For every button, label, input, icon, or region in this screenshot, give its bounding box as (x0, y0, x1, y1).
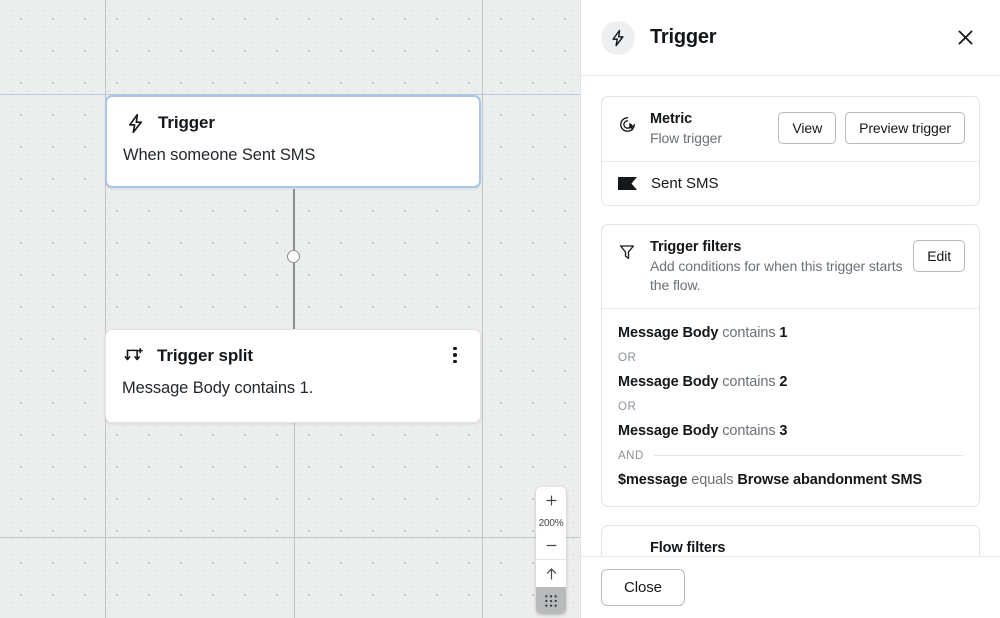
filter-condition: Message Body contains 1 (618, 325, 788, 342)
canvas-guide-line-bottom (0, 537, 580, 538)
close-button[interactable]: Close (601, 569, 685, 606)
condition-join-or: OR (618, 401, 637, 414)
flow-canvas[interactable]: Trigger When someone Sent SMS Trigger sp… (0, 0, 580, 618)
trigger-filters-header: Trigger filters Add conditions for when … (602, 225, 979, 310)
condition-join-and: AND (618, 450, 963, 462)
reset-view-button[interactable] (536, 560, 566, 587)
node-header: Trigger (107, 97, 479, 135)
panel-footer: Close (581, 556, 1000, 618)
flow-filters-text: Flow filters (650, 540, 965, 556)
metric-card: Metric Flow trigger View Preview trigger (601, 96, 980, 207)
trigger-filters-card: Trigger filters Add conditions for when … (601, 224, 980, 507)
metric-card-actions: View Preview trigger (778, 112, 965, 144)
metric-target-icon (616, 115, 638, 134)
node-subtitle: When someone Sent SMS (123, 146, 316, 164)
view-button[interactable]: View (778, 112, 837, 144)
canvas-guide-line-left (105, 0, 106, 618)
node-more-options-icon[interactable] (446, 344, 464, 366)
zoom-divider (536, 559, 566, 560)
zoom-in-button[interactable] (536, 487, 566, 514)
panel-title: Trigger (650, 26, 717, 48)
preview-trigger-button[interactable]: Preview trigger (845, 112, 965, 144)
metric-name: Sent SMS (651, 175, 719, 193)
lightning-bolt-icon (123, 111, 147, 135)
trigger-filters-subtitle: Add conditions for when this trigger sta… (650, 258, 903, 293)
edit-button[interactable]: Edit (913, 240, 965, 273)
canvas-node-trigger[interactable]: Trigger When someone Sent SMS (105, 95, 481, 188)
metric-card-title: Metric (650, 111, 693, 127)
node-title: Trigger split (157, 346, 253, 365)
canvas-guide-line-top (0, 94, 580, 95)
trigger-filters-conditions: Message Body contains 1 OR Message Body co… (602, 309, 979, 505)
zoom-out-button[interactable] (536, 532, 566, 559)
canvas-guide-line-right (482, 0, 483, 618)
lightning-bolt-icon (601, 20, 635, 55)
trigger-filters-text: Trigger filters Add conditions for when … (650, 239, 913, 294)
grid-toggle-button[interactable] (536, 587, 566, 614)
node-subtitle: Message Body contains 1. (122, 379, 314, 397)
zoom-level-label: 200% (538, 517, 564, 529)
flow-filters-title: Flow filters (650, 539, 726, 556)
node-header: Trigger split (106, 330, 480, 368)
metric-card-text: Metric Flow trigger (650, 111, 778, 147)
metric-card-header: Metric Flow trigger View Preview trigger (602, 97, 979, 163)
canvas-node-trigger-split[interactable]: Trigger split Message Body contains 1. (105, 329, 481, 423)
connector-add-dot[interactable] (287, 250, 300, 263)
trigger-detail-panel: Trigger Metric (580, 0, 1000, 618)
sms-flag-icon (618, 176, 638, 191)
split-branch-icon (122, 344, 146, 368)
filter-condition: Message Body contains 2 (618, 374, 788, 391)
flow-filters-card: Flow filters (601, 524, 980, 556)
close-icon[interactable] (952, 25, 978, 51)
node-title: Trigger (158, 113, 215, 132)
panel-header: Trigger (581, 0, 1000, 76)
zoom-controls[interactable]: 200% (536, 487, 566, 614)
panel-content[interactable]: Metric Flow trigger View Preview trigger (581, 76, 1000, 556)
metric-value-row[interactable]: Sent SMS (602, 162, 979, 205)
trigger-filters-title: Trigger filters (650, 239, 742, 256)
metric-card-subtitle: Flow trigger (650, 130, 722, 146)
trigger-filters-actions: Edit (913, 240, 965, 273)
filter-condition: $message equals Browse abandonment SMS (618, 471, 923, 488)
condition-join-or: OR (618, 352, 637, 365)
filter-condition: Message Body contains 3 (618, 423, 788, 440)
filter-funnel-icon (616, 243, 638, 261)
flow-filters-header: Flow filters (602, 526, 979, 556)
